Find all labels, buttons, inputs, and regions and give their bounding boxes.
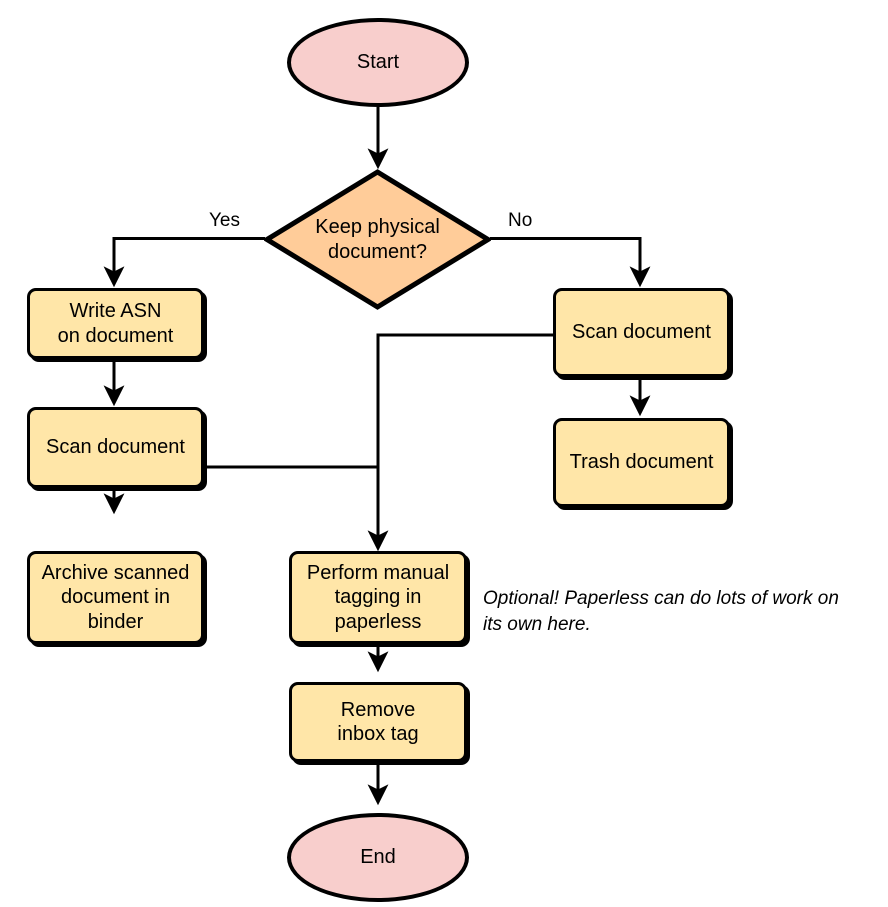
node-trash-document[interactable]: Trash document <box>553 418 730 507</box>
node-remove-inbox-label-line1: Remove <box>340 698 416 721</box>
node-perform-manual-tagging[interactable]: Perform manual tagging in paperless <box>289 551 467 644</box>
node-manual-tagging-label: Perform manual tagging in paperless <box>307 561 449 634</box>
node-write-asn-label: Write ASN on document <box>58 299 174 348</box>
node-start-label: Start <box>356 51 400 74</box>
node-scan-document-right[interactable]: Scan document <box>553 288 730 377</box>
node-write-asn-label-line2: on document <box>57 324 174 347</box>
node-scan-document-left-label: Scan document <box>46 436 185 459</box>
node-scan-document-left[interactable]: Scan document <box>27 407 204 488</box>
edge-scanright-to-junction <box>367 333 553 552</box>
node-archive-label-line3: binder <box>87 610 144 633</box>
node-decision-label-line2: document? <box>328 240 427 263</box>
node-trash-document-label: Trash document <box>569 451 714 474</box>
node-archive-scanned-document[interactable]: Archive scanned document in binder <box>27 551 204 644</box>
annotation-optional-note-line2: its own here. <box>483 613 591 635</box>
diamond-shape-icon <box>264 169 491 310</box>
annotation-optional-note-line1: Optional! Paperless can do lots of work … <box>483 588 839 609</box>
node-manual-tagging-label-line2: tagging in <box>334 586 422 609</box>
node-write-asn-label-line1: Write ASN <box>69 300 162 323</box>
annotation-optional-note: Optional! Paperless can do lots of work … <box>483 586 883 637</box>
node-end[interactable]: End <box>287 813 469 902</box>
edge-label-yes: Yes <box>209 210 240 231</box>
node-remove-inbox-tag[interactable]: Remove inbox tag <box>289 682 467 762</box>
edge-decision-yes <box>103 237 265 288</box>
node-scan-document-right-label: Scan document <box>572 321 711 344</box>
node-archive-label-line2: document in <box>61 586 170 609</box>
node-remove-inbox-label-line2: inbox tag <box>337 723 419 745</box>
node-write-asn-on-document[interactable]: Write ASN on document <box>27 288 204 359</box>
node-manual-tagging-label-line1: Perform manual <box>306 561 450 584</box>
node-decision-label: Keep physical document? <box>296 215 459 264</box>
node-archive-label: Archive scanned document in binder <box>42 561 190 634</box>
node-keep-physical-document-decision[interactable]: Keep physical document? <box>264 169 491 310</box>
node-manual-tagging-label-line3: paperless <box>334 610 422 633</box>
edge-label-no: No <box>508 210 533 231</box>
node-end-label: End <box>360 846 396 869</box>
node-decision-label-line1: Keep physical <box>315 216 440 239</box>
edge-decision-no <box>490 237 651 288</box>
node-archive-label-line1: Archive scanned <box>41 561 190 584</box>
node-start[interactable]: Start <box>287 18 469 107</box>
node-remove-inbox-label: Remove inbox tag <box>337 698 418 747</box>
